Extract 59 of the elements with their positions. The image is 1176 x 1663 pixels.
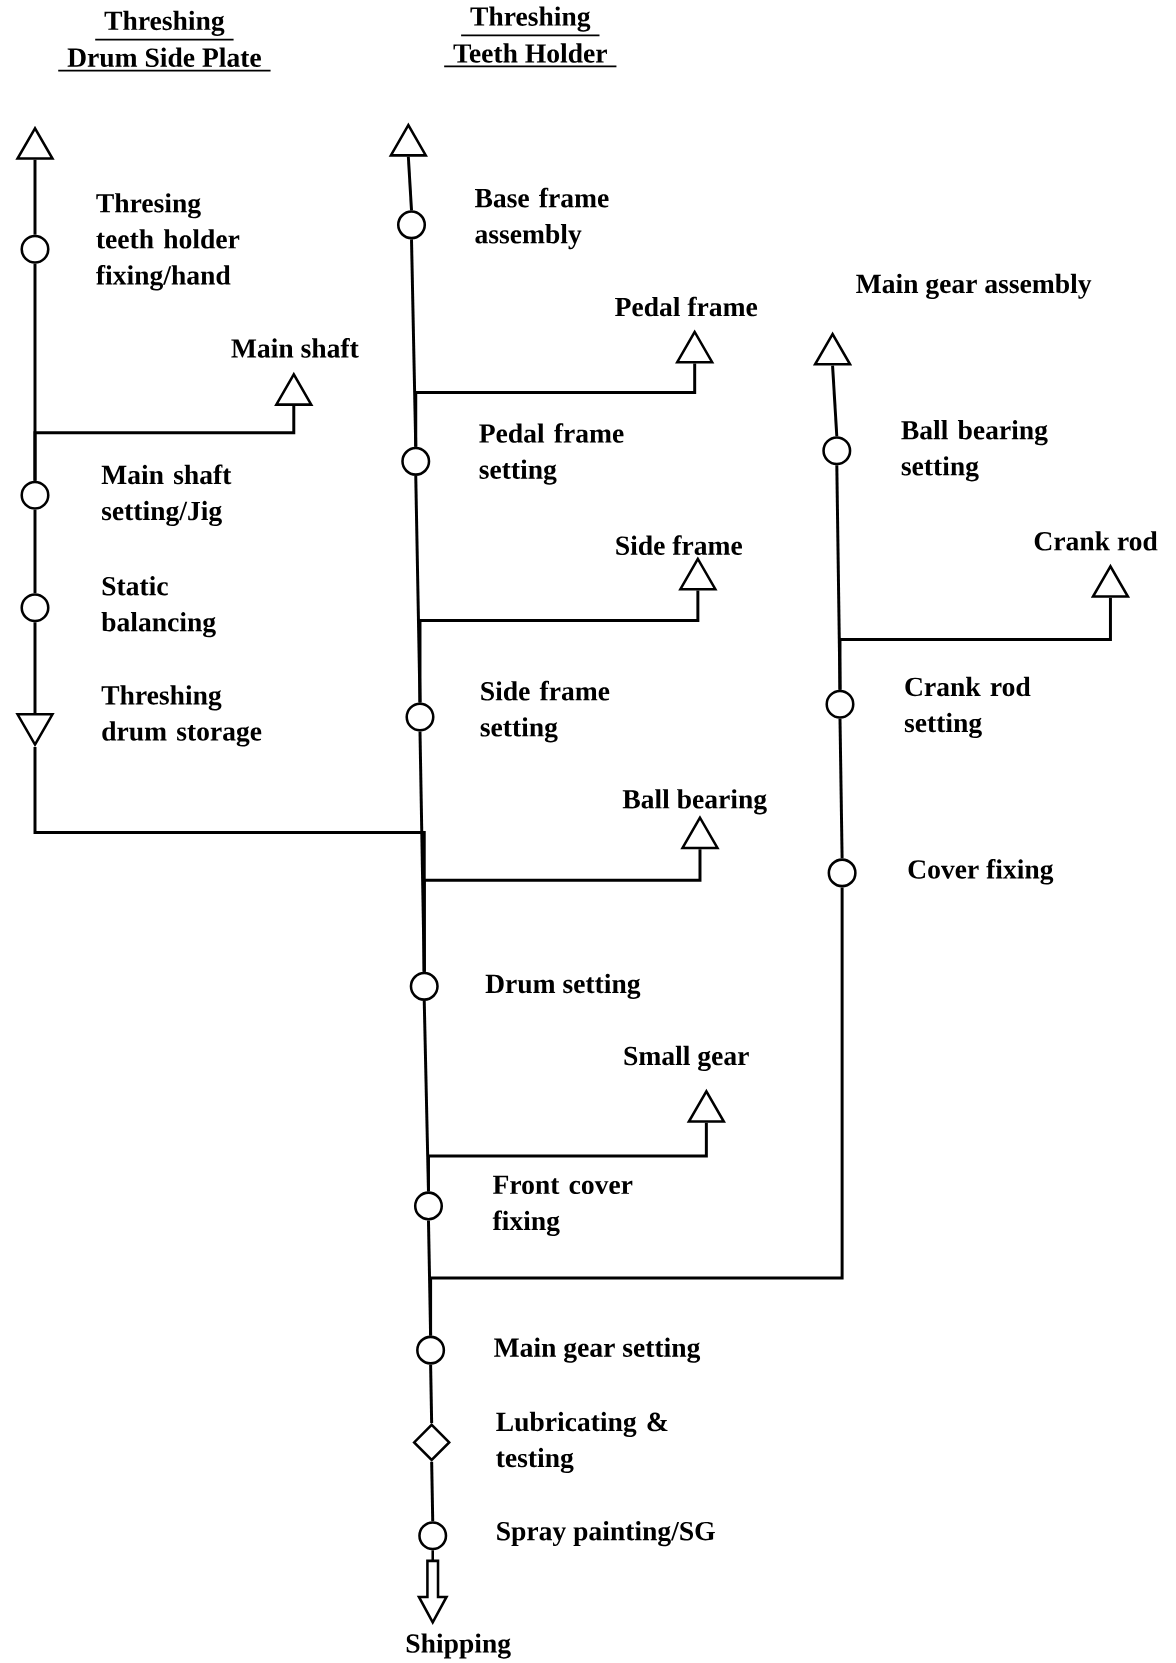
step-label: Threshing drum storage — [101, 685, 262, 747]
connector-line — [426, 1122, 708, 1192]
circle-symbol — [20, 234, 50, 264]
step-label: Spray painting/SG — [497, 1521, 715, 1547]
connector-line — [418, 590, 700, 703]
connector-line — [33, 509, 37, 594]
connector-line — [430, 1461, 435, 1522]
connector-line — [429, 887, 844, 1336]
step-label: Side frame setting — [480, 680, 610, 743]
step-label: Shipping — [406, 1633, 511, 1659]
block-arrow — [416, 1549, 449, 1626]
connector-line — [838, 718, 844, 859]
step-label: Side frame — [616, 535, 742, 555]
circle-symbol — [20, 480, 50, 510]
connector-line — [33, 405, 296, 481]
step-label: Thresing teeth holder fixing/hand — [96, 193, 240, 291]
connector-line — [838, 597, 1112, 690]
connector-line — [835, 465, 842, 690]
step-label: Ball bearing — [622, 789, 767, 815]
step-label: Main shaft setting/Jig — [101, 464, 232, 527]
step-label: Lubricating & testing — [496, 1411, 668, 1474]
circle-symbol — [822, 436, 852, 466]
circle-symbol — [396, 210, 426, 240]
circle-symbol — [405, 702, 435, 732]
circle-symbol — [418, 1521, 448, 1551]
step-label: Main shaft — [231, 338, 359, 358]
step-label: Pedal frame — [615, 296, 757, 317]
column-heading: Threshing — [94, 10, 235, 41]
connector-line — [422, 849, 702, 972]
step-label: Pedal frame setting — [479, 423, 624, 485]
step-label: Cover fixing — [908, 859, 1054, 885]
step-label: Crank rod setting — [904, 676, 1031, 739]
column-heading: Teeth Holder — [443, 43, 618, 68]
step-label: Drum setting — [485, 973, 641, 999]
circle-symbol — [825, 689, 855, 719]
step-label: Ball bearing setting — [901, 420, 1048, 482]
connector-line — [831, 365, 839, 437]
circle-symbol — [415, 1335, 446, 1365]
step-label: Static balancing — [101, 576, 216, 638]
step-label: Small gear — [624, 1045, 749, 1072]
connector-line — [33, 159, 37, 235]
diamond-symbol — [412, 1423, 451, 1462]
connector-line — [406, 156, 413, 211]
column-heading: Drum Side Plate — [57, 47, 272, 72]
connector-line — [414, 363, 697, 447]
step-label: Main gear setting — [493, 1337, 700, 1363]
circle-symbol — [827, 858, 857, 888]
circle-symbol — [20, 593, 50, 623]
circle-symbol — [413, 1191, 443, 1221]
column-heading: Threshing — [460, 6, 601, 37]
circle-symbol — [409, 971, 439, 1001]
connector-line — [429, 1364, 434, 1424]
connector-line — [414, 475, 422, 703]
step-label: Base frame assembly — [474, 187, 609, 250]
step-label: Main gear assembly — [856, 273, 1092, 299]
step-label: Front cover fixing — [492, 1175, 633, 1236]
connector-line — [33, 622, 37, 714]
circle-symbol — [401, 446, 431, 476]
step-label: Crank rod — [1034, 531, 1158, 551]
